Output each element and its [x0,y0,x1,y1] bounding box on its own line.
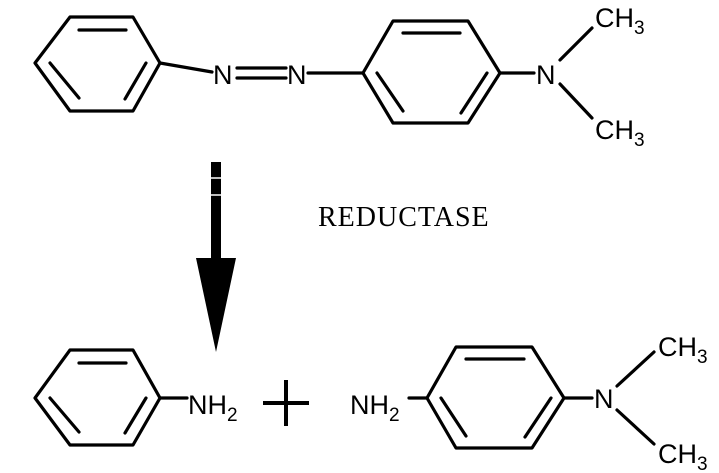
azo-nitrogen-right: N [287,60,307,90]
product-diamine: NH2 N CH3 CH3 [350,332,708,473]
azo-nitrogen-left: N [213,60,233,90]
reactant-molecule: N N N CH3 CH3 [33,3,645,151]
plus-icon [263,380,309,426]
aniline-ring [33,348,162,447]
diamine-methyl-bond-upper [615,350,656,388]
n-methyl-bond-upper [558,26,594,62]
diamine-ring [425,345,566,450]
down-arrow-icon [196,162,236,352]
dimethylamino-nitrogen: N [536,60,556,90]
methyl-lower: CH3 [595,115,645,151]
reactant-phenyl-ring [33,15,162,113]
methyl-upper: CH3 [595,3,645,39]
diamine-tertiary-nitrogen: N [594,384,614,414]
ring-to-azo-bond [158,61,214,74]
aniline-amine: NH2 [188,390,238,426]
diamine-methyl-lower: CH3 [658,439,708,473]
reactant-aryl-ring [361,19,502,125]
diamine-methyl-upper: CH3 [658,332,708,368]
product-aniline: NH2 [33,348,238,447]
n-methyl-bond-lower [558,82,594,120]
diamine-primary-amine: NH2 [350,390,400,426]
diamine-methyl-bond-lower [615,408,656,446]
enzyme-label: REDUCTASE [318,202,490,233]
azo-double-bond [235,66,288,80]
